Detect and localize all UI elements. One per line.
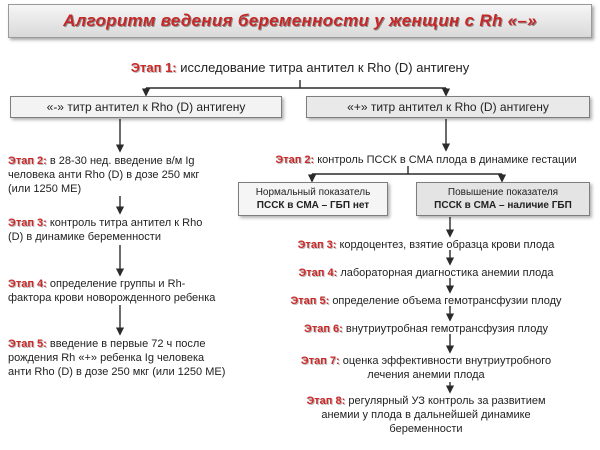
right-step-3-text: кордоцентез, взятие образца крови плода — [339, 239, 555, 251]
right-step-8: Этап 8: регулярный УЗ контроль за развит… — [258, 394, 594, 436]
normal-indicator-line2: ПССК в СМА – ГБП нет — [256, 200, 370, 211]
left-step-3-label: Этап 3: — [8, 217, 47, 229]
right-step-2: Этап 2: контроль ПССК в СМА плода в дина… — [258, 153, 594, 167]
left-step-5-line1: введение в первые 72 ч после — [49, 338, 206, 350]
abnormal-indicator-box: Повышение показателя ПССК в СМА – наличи… — [416, 182, 590, 216]
right-step-3: Этап 3: кордоцентез, взятие образца кров… — [258, 238, 594, 252]
right-step-7: Этап 7: оценка эффективности внутриутроб… — [258, 354, 594, 382]
left-step-5-line2: рождения Rh «+» ребенка Ig человека — [8, 352, 205, 364]
normal-indicator-line1: Нормальный показатель — [255, 187, 371, 198]
right-step-2-label: Этап 2: — [275, 154, 315, 166]
left-step-2: Этап 2: в 28-30 нед. введение в/м Ig чел… — [8, 154, 258, 196]
left-step-3: Этап 3: контроль титра антител к Rho (D)… — [8, 216, 258, 244]
right-step-4-text: лабораторная диагностика анемии плода — [340, 267, 554, 279]
left-step-4-label: Этап 4: — [8, 278, 47, 290]
right-step-2-text: контроль ПССК в СМА плода в динамике гес… — [317, 154, 577, 166]
right-step-6-text: внутриутробная гемотрансфузия плоду — [345, 323, 548, 335]
right-step-4: Этап 4: лабораторная диагностика анемии … — [258, 266, 594, 280]
left-step-2-line1: в 28-30 нед. введение в/м Ig — [49, 155, 195, 167]
abnormal-indicator-line2: ПССК в СМА – наличие ГБП — [434, 200, 572, 211]
left-step-3-line1: контроль титра антител к Rho — [49, 217, 203, 229]
left-step-4-line1: определение группы и Rh- — [49, 278, 186, 290]
negative-titer-box: «-» титр антител к Rho (D) антигену — [10, 96, 282, 118]
left-step-4-line2: фактора крови новорожденного ребенка — [8, 292, 216, 304]
right-step-6-label: Этап 6: — [304, 323, 343, 335]
stage1-label: Этап 1: — [130, 60, 177, 75]
right-step-7-line1: оценка эффективности внутриутробного — [342, 355, 552, 367]
right-step-5: Этап 5: определение объема гемотрансфузи… — [258, 294, 594, 308]
left-step-3-line2: (D) в динамике беременности — [8, 231, 161, 243]
right-step-7-line2: лечения анемии плода — [367, 369, 485, 381]
right-step-8-line3: беременности — [389, 423, 463, 435]
left-step-5-label: Этап 5: — [8, 338, 47, 350]
stage1-description: исследование титра антител к Rho (D) ант… — [180, 60, 470, 75]
left-step-4: Этап 4: определение группы и Rh- фактора… — [8, 277, 258, 305]
left-step-2-line2: человека анти Rho (D) в дозе 250 мкг — [8, 169, 200, 181]
right-step-5-label: Этап 5: — [290, 295, 330, 307]
normal-indicator-box: Нормальный показатель ПССК в СМА – ГБП н… — [238, 182, 388, 216]
right-step-4-label: Этап 4: — [298, 267, 338, 279]
left-step-5-line3: анти Rho (D) в дозе 250 мкг (или 1250 МЕ… — [8, 366, 226, 378]
right-step-8-line2: анемии у плода в дальнейшей динамике — [321, 409, 531, 421]
positive-titer-box: «+» титр антител к Rho (D) антигену — [306, 96, 590, 118]
right-step-8-label: Этап 8: — [306, 395, 346, 407]
abnormal-indicator-line1: Повышение показателя — [447, 187, 559, 198]
right-step-5-text: определение объема гемотрансфузии плоду — [332, 295, 562, 307]
left-step-5: Этап 5: введение в первые 72 ч после рож… — [8, 337, 258, 379]
right-step-8-line1: регулярный УЗ контроль за развитием — [348, 395, 546, 407]
left-step-2-line3: (или 1250 МЕ) — [8, 183, 82, 195]
stage1-text: Этап 1: исследование титра антител к Rho… — [0, 60, 600, 75]
diagram-title: Алгоритм ведения беременности у женщин с… — [8, 4, 592, 38]
right-step-6: Этап 6: внутриутробная гемотрансфузия пл… — [258, 322, 594, 336]
right-step-3-label: Этап 3: — [297, 239, 337, 251]
left-step-2-label: Этап 2: — [8, 155, 47, 167]
right-step-7-label: Этап 7: — [300, 355, 340, 367]
